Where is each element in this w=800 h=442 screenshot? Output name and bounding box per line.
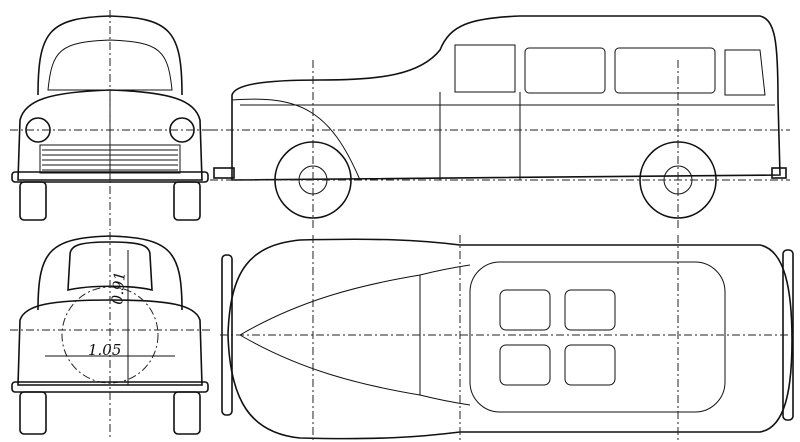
front-view <box>10 10 210 230</box>
dimension-rear-height: 0.91 <box>108 271 129 306</box>
top-view <box>220 235 796 440</box>
dimension-rear-width: 1.05 <box>88 341 121 359</box>
side-view <box>210 15 790 230</box>
rear-view: 1.05 0.91 <box>10 232 210 440</box>
